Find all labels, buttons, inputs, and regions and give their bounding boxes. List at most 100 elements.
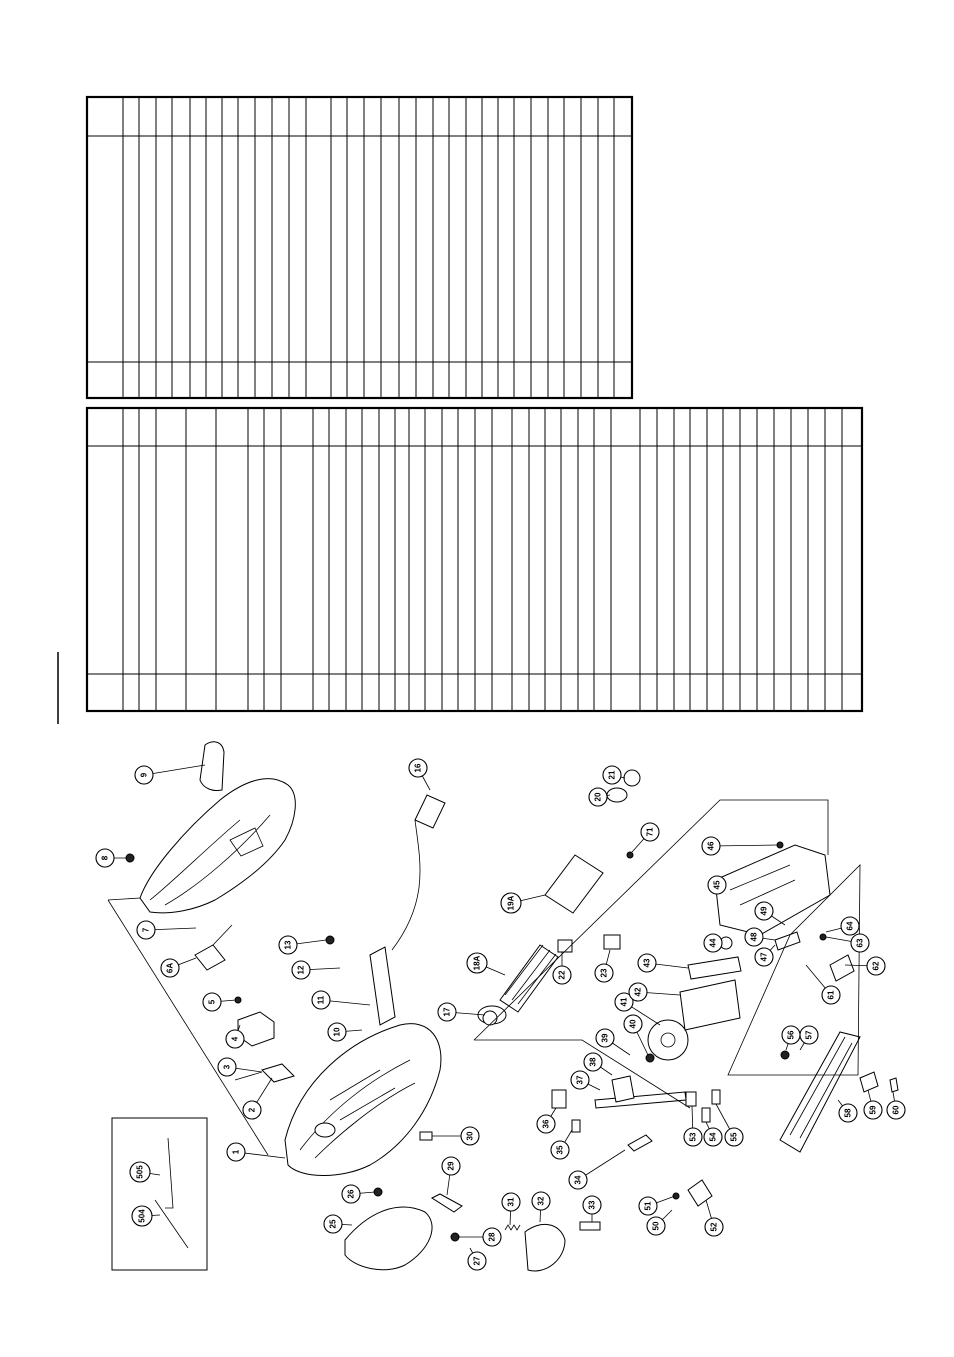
armature <box>499 944 559 1013</box>
group-line-2 <box>107 897 141 901</box>
callout-34: 34 <box>568 1170 588 1190</box>
blade-clamp <box>627 1134 653 1152</box>
screw-51 <box>672 1192 680 1200</box>
group-line-5 <box>727 864 861 1076</box>
base-plate <box>779 1031 861 1153</box>
callout-label: 49 <box>760 906 769 915</box>
callout-20: 20 <box>588 787 608 807</box>
stator <box>544 854 604 914</box>
callout-label: 1 <box>232 1149 241 1154</box>
callout-label: 40 <box>629 1019 638 1028</box>
callout-circle <box>323 1214 343 1234</box>
callout-circle <box>482 1227 502 1247</box>
callout-label: 3 <box>223 1064 232 1069</box>
knob <box>829 954 855 982</box>
main-body <box>284 1023 442 1176</box>
callout-circle <box>134 765 154 785</box>
callout-56: 56 <box>781 1025 801 1045</box>
callout-18a: 18A <box>466 952 488 974</box>
callout-circle <box>614 992 634 1012</box>
callout-circle <box>242 1100 262 1120</box>
callout-51: 51 <box>638 1196 658 1216</box>
callout-circle <box>703 1127 723 1147</box>
callout-circle <box>311 990 331 1010</box>
callout-circle <box>703 933 723 953</box>
spring <box>504 1224 521 1231</box>
callout-label: 45 <box>713 880 722 889</box>
nut-40 <box>645 1053 655 1063</box>
stopper-30 <box>419 1131 433 1141</box>
callout-label: 27 <box>473 1256 482 1265</box>
hex-key <box>165 1137 174 1209</box>
body-ribs <box>299 1059 416 1159</box>
callout-circle <box>850 933 870 953</box>
callout-44: 44 <box>703 933 723 953</box>
callout-label: 5 <box>208 999 217 1004</box>
callout-13: 13 <box>278 935 298 955</box>
handle <box>344 1206 433 1271</box>
callout-12: 12 <box>291 960 311 980</box>
switch-wire <box>212 924 233 946</box>
callout-circle <box>341 1184 361 1204</box>
group-line-3 <box>473 799 829 1041</box>
callout-30: 30 <box>460 1126 480 1146</box>
callout-circle <box>500 892 522 914</box>
callout-circle <box>536 1114 556 1134</box>
group-line-4 <box>474 1039 691 1109</box>
housing-detail <box>149 814 271 906</box>
callout-label: 46 <box>707 841 716 850</box>
roller <box>551 1089 567 1109</box>
callout-48: 48 <box>744 927 764 947</box>
callout-31: 31 <box>501 1192 521 1212</box>
screw-56 <box>780 1050 790 1060</box>
callout-label: 504 <box>138 1209 147 1223</box>
screw-8 <box>125 853 135 863</box>
callout-71: 71 <box>640 822 660 842</box>
callout-label: 18A <box>473 955 482 970</box>
callout-label: 47 <box>760 952 769 961</box>
leader-line <box>143 764 206 776</box>
carbon-brush <box>557 939 573 953</box>
callout-label: 33 <box>588 1200 597 1209</box>
callout-label: 36 <box>542 1119 551 1128</box>
callout-7: 7 <box>136 920 156 940</box>
brush-cap <box>603 934 621 950</box>
callout-37: 37 <box>570 1070 590 1090</box>
callout-52: 52 <box>704 1217 724 1237</box>
callout-circle <box>408 758 428 778</box>
callout-label: 52 <box>710 1222 719 1231</box>
callout-label: 10 <box>333 1027 342 1036</box>
callout-circle <box>646 1216 666 1236</box>
lower-parts-table <box>85 406 864 713</box>
callout-circle <box>460 1126 480 1146</box>
callout-circle <box>594 963 614 983</box>
callout-label: 38 <box>589 1057 598 1066</box>
callout-47: 47 <box>754 947 774 967</box>
power-cord <box>391 819 421 951</box>
callout-label: 19A <box>507 895 516 910</box>
callout-label: 17 <box>443 1007 452 1016</box>
callout-21: 21 <box>602 765 622 785</box>
callout-label: 11 <box>317 995 326 1004</box>
callout-circle <box>437 1002 457 1022</box>
callout-label: 31 <box>507 1197 516 1206</box>
callout-circle <box>327 1022 347 1042</box>
callout-2: 2 <box>242 1100 262 1120</box>
blade-holder <box>687 1179 713 1207</box>
part-artwork <box>107 741 899 1272</box>
part-71 <box>626 851 634 859</box>
callout-57: 57 <box>799 1025 819 1045</box>
callout-55: 55 <box>724 1127 744 1147</box>
callout-label: 54 <box>709 1132 718 1141</box>
callout-17: 17 <box>437 1002 457 1022</box>
callout-25: 25 <box>323 1214 343 1234</box>
callout-circle <box>552 965 572 985</box>
callout-58: 58 <box>838 1103 858 1123</box>
callout-circle <box>754 901 774 921</box>
callout-label: 56 <box>787 1030 796 1039</box>
callout-505: 505 <box>129 1161 151 1183</box>
callout-label: 6A <box>166 963 175 973</box>
tools-inset-box <box>111 1117 208 1271</box>
callout-10: 10 <box>327 1022 347 1042</box>
upper-parts-table <box>85 95 634 400</box>
